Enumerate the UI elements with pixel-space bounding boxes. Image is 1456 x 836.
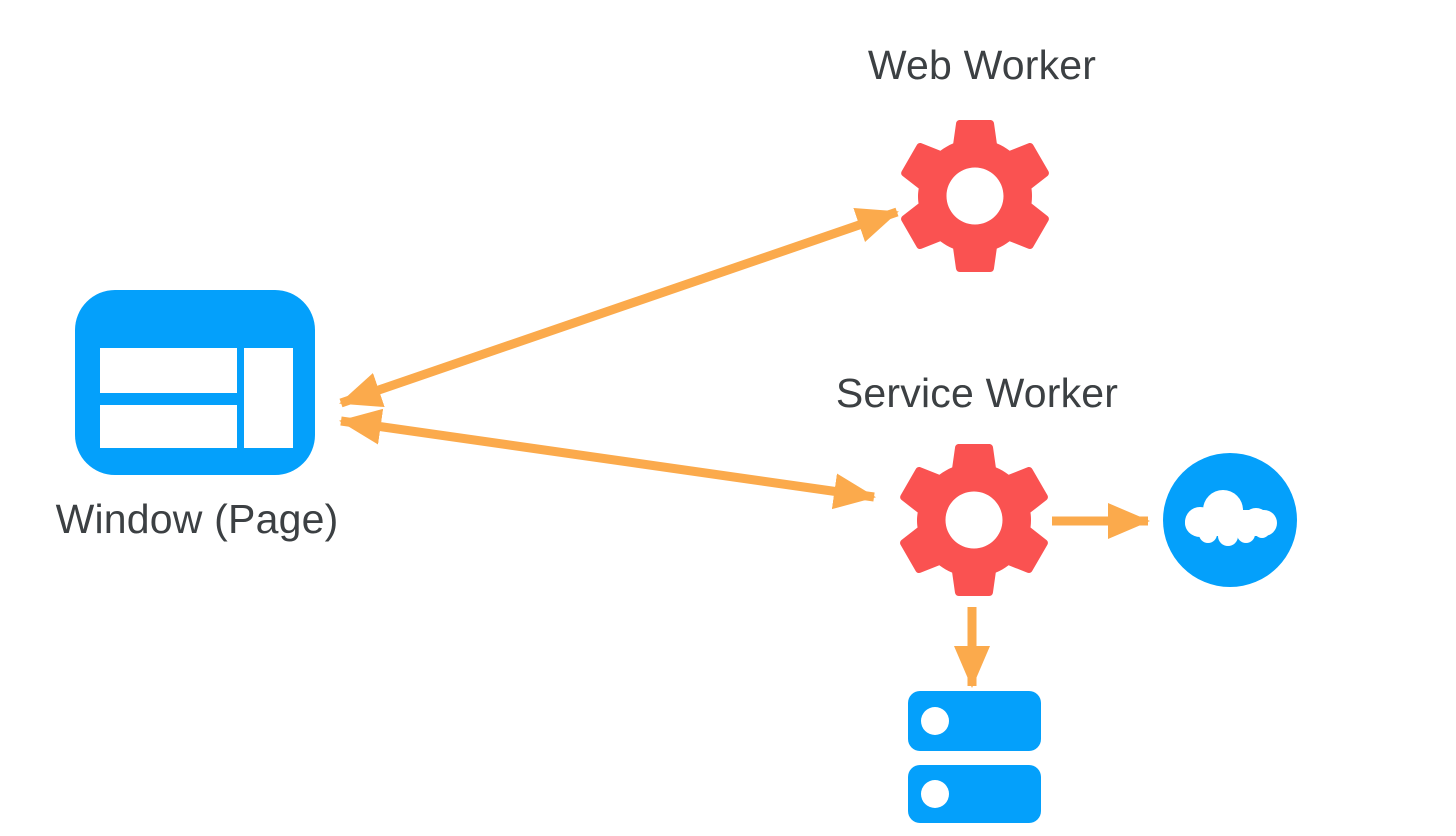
storage-database-icon — [908, 691, 1041, 823]
web-worker-label: Web Worker — [867, 42, 1097, 88]
network-cloud-icon — [1163, 453, 1297, 587]
cloud-glyph — [1185, 490, 1277, 546]
browser-window-icon — [75, 290, 315, 475]
arrow-window-webworker — [339, 207, 899, 408]
arrow-window-serviceworker — [339, 408, 876, 510]
window-page-label: Window (Page) — [55, 496, 339, 542]
web-worker-gear-icon — [901, 120, 1049, 272]
service-worker-label: Service Worker — [835, 370, 1119, 416]
service-worker-gear-icon — [900, 444, 1048, 596]
